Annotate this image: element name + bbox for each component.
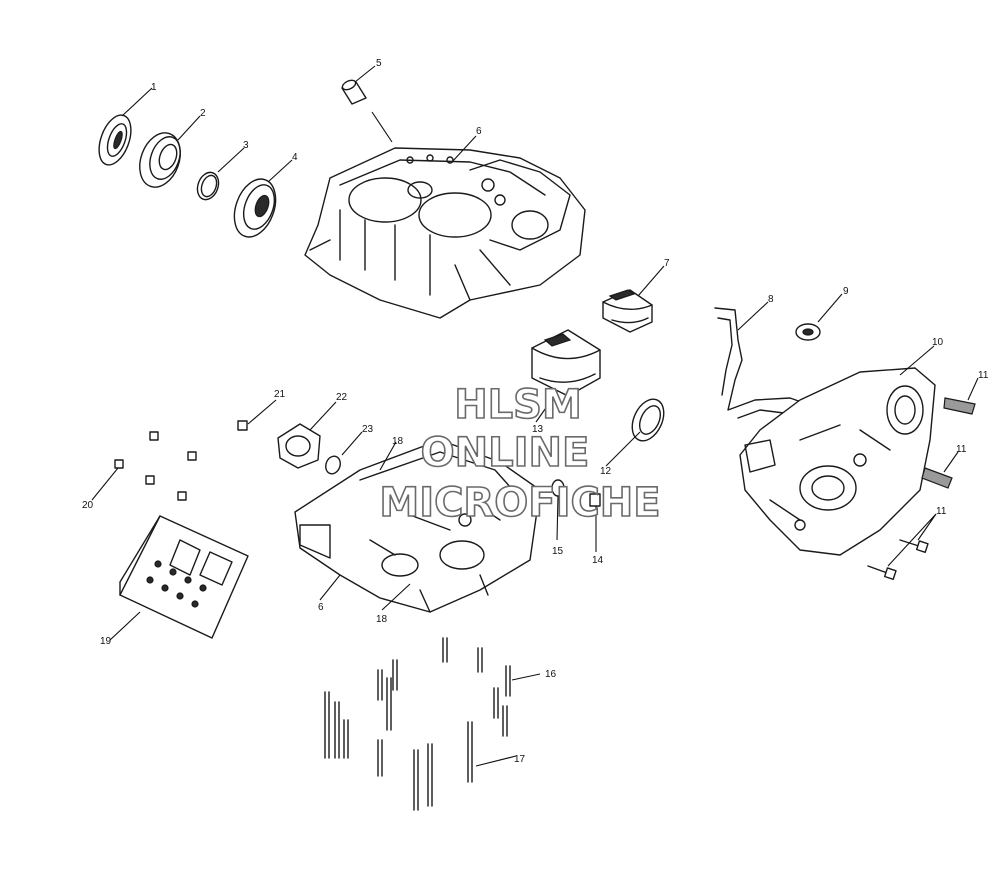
part-6-crankcase-lower: [294, 439, 541, 613]
part-19-oil-screen: [119, 515, 249, 639]
callout-2: 2: [200, 108, 206, 119]
part-17-bolts-long: [324, 691, 473, 811]
callout-21: 21: [274, 389, 286, 400]
callout-4: 4: [292, 152, 298, 163]
watermark-line-3: MICROFICHE: [379, 480, 660, 526]
part-9-seal: [795, 323, 821, 341]
callout-11-b: 11: [956, 444, 967, 455]
part-13-bearing-insert: [531, 329, 601, 397]
watermark-line-1: HLSM: [454, 382, 582, 428]
part-7-bearing-insert: [602, 289, 653, 333]
callout-19: 19: [100, 636, 112, 647]
callout-9: 9: [843, 286, 849, 297]
callout-20: 20: [82, 500, 94, 511]
leader-lines: [91, 65, 979, 767]
part-12-oil-seal: [631, 398, 665, 442]
callout-17: 17: [514, 754, 526, 765]
callout-8: 8: [768, 294, 774, 305]
callout-23: 23: [362, 424, 374, 435]
callout-3: 3: [243, 140, 249, 151]
part-1-oil-seal: [98, 114, 132, 166]
callout-5: 5: [376, 58, 382, 69]
part-20-plugs: [114, 431, 197, 501]
part-21-screw: [237, 420, 248, 431]
part-14-fitting: [589, 493, 601, 507]
callout-14: 14: [592, 555, 604, 566]
part-10-crankcase-cover: [739, 367, 936, 556]
part-2-bearing: [139, 132, 181, 188]
callout-11-a: 11: [978, 370, 989, 381]
part-22-pump-housing: [277, 423, 321, 469]
callout-13: 13: [532, 424, 544, 435]
callout-10: 10: [932, 337, 944, 348]
part-16-bolts-short: [377, 637, 511, 737]
watermark-line-2: ONLINE: [421, 430, 590, 476]
part-8-gasket: [714, 307, 811, 419]
callout-18-lower: 18: [376, 614, 388, 625]
callout-1: 1: [151, 82, 157, 93]
watermark: HLSM ONLINE MICROFICHE: [379, 381, 662, 527]
callout-7: 7: [664, 258, 670, 269]
callout-15: 15: [552, 546, 564, 557]
part-3-snap-ring: [196, 171, 220, 201]
part-5-dowel-pin: [341, 79, 367, 105]
callout-labels: 1 2 3 4 5 6 6 7 8 9 10 11 11 11 12 13 14…: [82, 58, 989, 765]
callout-6-lower: 6: [318, 602, 324, 613]
part-4-bearing: [233, 178, 277, 238]
callout-22: 22: [336, 392, 348, 403]
callout-11-c: 11: [936, 506, 947, 517]
part-6-crankcase-upper: [304, 147, 586, 319]
part-11-fasteners: [867, 397, 976, 581]
callout-12: 12: [600, 466, 612, 477]
part-23-o-ring: [325, 455, 341, 475]
callout-6-upper: 6: [476, 126, 482, 137]
callout-16: 16: [545, 669, 557, 680]
callout-18-upper: 18: [392, 436, 404, 447]
